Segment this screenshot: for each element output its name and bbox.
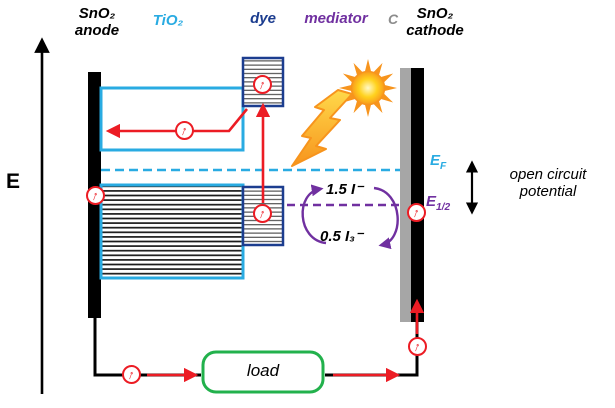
carbon-layer-bar <box>400 68 411 322</box>
electron-icon: ↑ <box>253 75 272 94</box>
open-circuit-potential-label: open circuit potential <box>509 166 587 200</box>
electron-icon: ↑ <box>175 121 194 140</box>
wire-anode-to-load <box>93 316 201 377</box>
mediator-cycle-arrow-left <box>301 184 327 245</box>
lightning-icon <box>291 89 353 167</box>
cathode-bar <box>411 68 424 322</box>
wire-load-to-cathode <box>325 320 419 377</box>
electron-icon: ↑ <box>86 186 105 205</box>
electron-icon: ↑ <box>122 365 141 384</box>
load-label: load <box>246 361 280 380</box>
tio2-conduction-band-box <box>99 86 245 152</box>
mediator-cycle-arrow-right <box>373 186 399 250</box>
cathode-label: SnO₂ cathode <box>406 5 464 39</box>
redox-level-label: E1/2 <box>426 193 451 213</box>
electron-icon: ↑ <box>408 337 427 356</box>
electron-injection-arrow <box>105 108 249 139</box>
sun-icon <box>339 59 397 117</box>
anode-label: SnO₂ anode <box>74 5 120 39</box>
triiodide-label: 0.5 I₃⁻ <box>320 228 363 245</box>
load-box <box>201 350 325 394</box>
tio2-label: TiO₂ <box>152 12 184 29</box>
dye-label: dye <box>250 10 276 27</box>
electron-icon: ↑ <box>253 204 272 223</box>
electron-icon: ↑ <box>407 203 426 222</box>
tio2-valence-band-box <box>99 183 245 280</box>
mediator-label: mediator <box>304 10 368 27</box>
iodide-label: 1.5 I⁻ <box>326 181 364 198</box>
carbon-label: C <box>387 11 399 27</box>
energy-axis-label: E <box>6 170 21 193</box>
fermi-level-label: EF <box>430 152 447 172</box>
